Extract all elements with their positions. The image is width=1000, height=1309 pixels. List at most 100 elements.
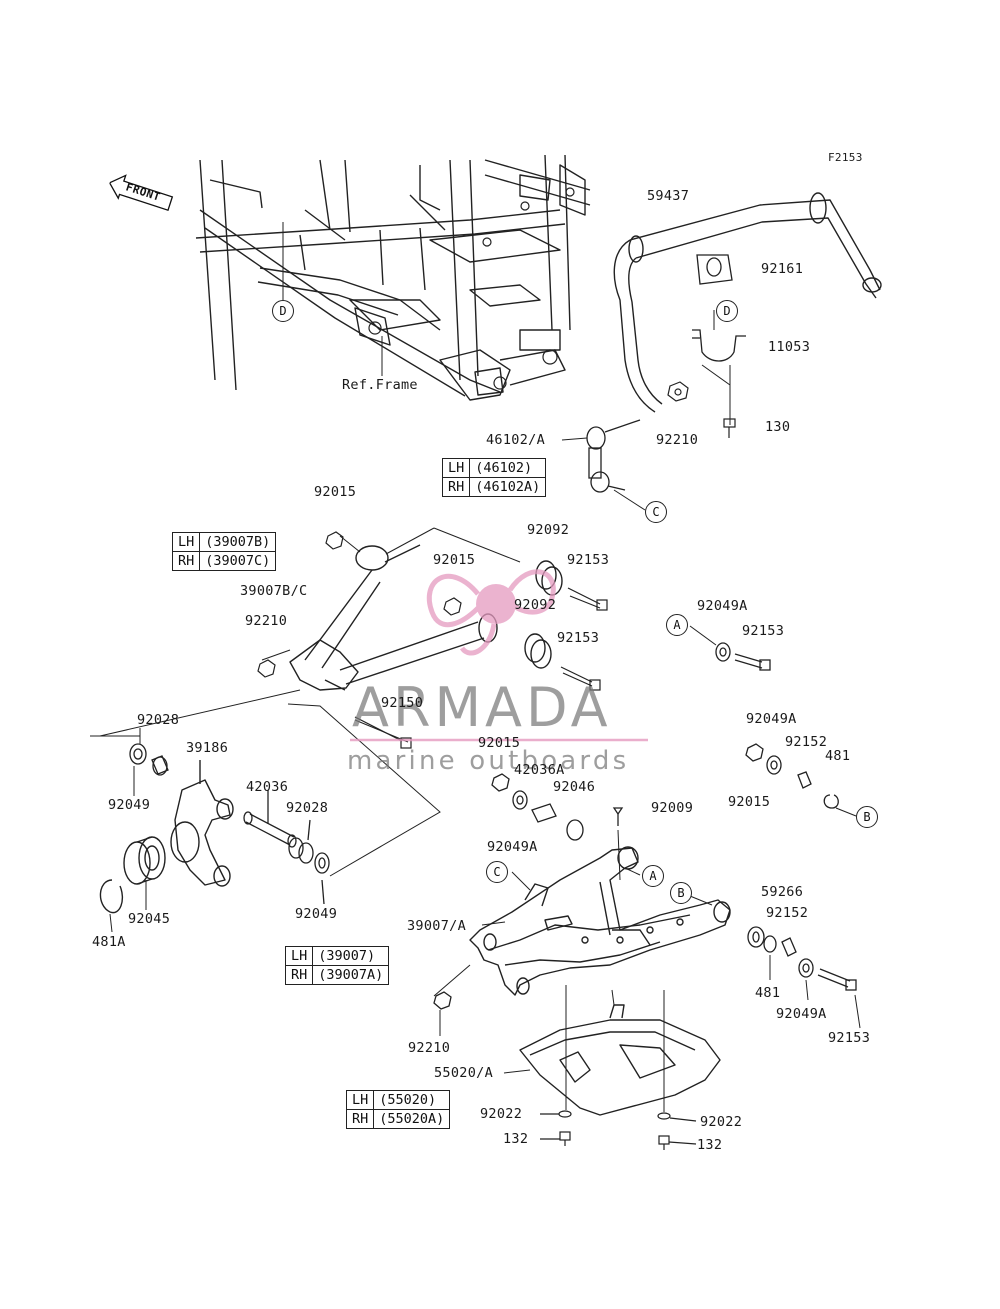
part-92009: 92009 [651,800,694,816]
part-92210-low: 92210 [408,1040,451,1056]
knuckle-39186 [170,760,234,887]
skid-plate [519,1004,721,1116]
skid-plate-fasteners [540,1110,697,1150]
watermark-tagline: marine outboards [347,746,630,776]
part-92152-right: 92152 [785,734,828,750]
part-130: 130 [765,419,791,435]
side-lh: LH [345,1090,375,1110]
collar-92028-mid [288,819,330,905]
watermark-rotor [426,569,556,656]
part-55020: 55020/A [434,1065,493,1081]
part-92022-left: 92022 [480,1106,523,1122]
ref-frame-label: Ref.Frame [342,377,418,393]
part-lh: (39007B) [199,532,277,552]
part-39007a: 39007/A [407,918,466,934]
part-59437: 59437 [647,188,690,204]
nut-92210-top [667,381,689,402]
callout-b-arm: B [670,882,692,904]
side-rh: RH [441,477,471,497]
part-92161: 92161 [761,261,804,277]
part-132-right: 132 [697,1137,723,1153]
part-92152-bottom: 92152 [766,905,809,921]
part-92092-b: 92092 [514,597,557,613]
part-92049a-r1: 92049A [697,598,748,614]
part-rh: (39007A) [312,965,390,985]
part-rh: (46102A) [469,477,547,497]
part-lh: (39007) [312,946,390,966]
part-481-bottom: 481 [755,985,781,1001]
side-rh: RH [171,551,201,571]
part-481a: 481A [92,934,126,950]
part-92028-mid: 92028 [286,800,329,816]
part-92153-r1: 92153 [742,623,785,639]
part-42036a: 42036A [514,762,565,778]
seal-collar-left [129,743,169,776]
part-481-right: 481 [825,748,851,764]
part-rh: (55020A) [373,1109,451,1129]
part-lh: (55020) [373,1090,451,1110]
callout-d-clamp: D [716,300,738,322]
part-92049-mid: 92049 [295,906,338,922]
figure-code: F2153 [828,151,863,164]
bolts-92153-upper [560,587,608,691]
side-rh: RH [345,1109,375,1129]
part-39007bc: 39007B/C [240,583,308,599]
callout-d-frame: D [272,300,294,322]
bolt-130 [723,418,736,438]
sleeve-42036 [243,790,297,848]
nuts-upper [257,531,462,678]
part-92015-top: 92015 [314,484,357,500]
part-92210-mid: 92210 [245,613,288,629]
side-lh: LH [171,532,201,552]
part-92015-right: 92015 [728,794,771,810]
frame-drawing [195,154,591,401]
part-92028-left: 92028 [137,712,180,728]
bearing-92045 [123,836,166,885]
part-39186: 39186 [186,740,229,756]
part-92049a-bottom: 92049A [776,1006,827,1022]
part-92015-low: 92015 [478,735,521,751]
callout-c-link: C [645,501,667,523]
upper-a-arm [289,544,498,691]
part-42036: 42036 [246,779,289,795]
side-lh: LH [284,946,314,966]
part-46102: 46102/A [486,432,545,448]
front-arrow-icon [108,174,174,212]
part-92015-mid: 92015 [433,552,476,568]
right-side-parts [715,642,839,809]
stabilizer-bar [613,192,882,413]
part-92153-a: 92153 [567,552,610,568]
part-132-left: 132 [503,1131,529,1147]
lr-table-39007bc: LH(39007B) RH(39007C) [171,532,277,571]
part-92092-a: 92092 [527,522,570,538]
part-92049a-low: 92049A [487,839,538,855]
part-92153-bottom: 92153 [828,1030,871,1046]
part-92153-b: 92153 [557,630,600,646]
callout-b-right: B [856,806,878,828]
lower-arm-hardware [433,773,857,1010]
bolt-92150 [354,716,412,749]
part-rh: (39007C) [199,551,277,571]
part-92022-right: 92022 [700,1114,743,1130]
stabilizer-link-46102 [586,419,641,493]
part-92150: 92150 [381,695,424,711]
part-92045: 92045 [128,911,171,927]
lr-table-39007: LH(39007) RH(39007A) [284,946,390,985]
lr-table-55020: LH(55020) RH(55020A) [345,1090,451,1129]
side-rh: RH [284,965,314,985]
bushing-92161 [696,254,733,285]
part-11053: 11053 [768,339,811,355]
part-92049a-r2: 92049A [746,711,797,727]
circlip-481a [99,879,124,914]
side-lh: LH [441,458,471,478]
front-direction-indicator: FRONT [105,169,177,218]
part-92049-left: 92049 [108,797,151,813]
clamp-11053 [692,329,746,362]
callout-c-arm: C [486,861,508,883]
callout-a-right: A [666,614,688,636]
watermark-name: ARMADA [352,676,612,739]
part-92046: 92046 [553,779,596,795]
callout-a-arm: A [642,865,664,887]
